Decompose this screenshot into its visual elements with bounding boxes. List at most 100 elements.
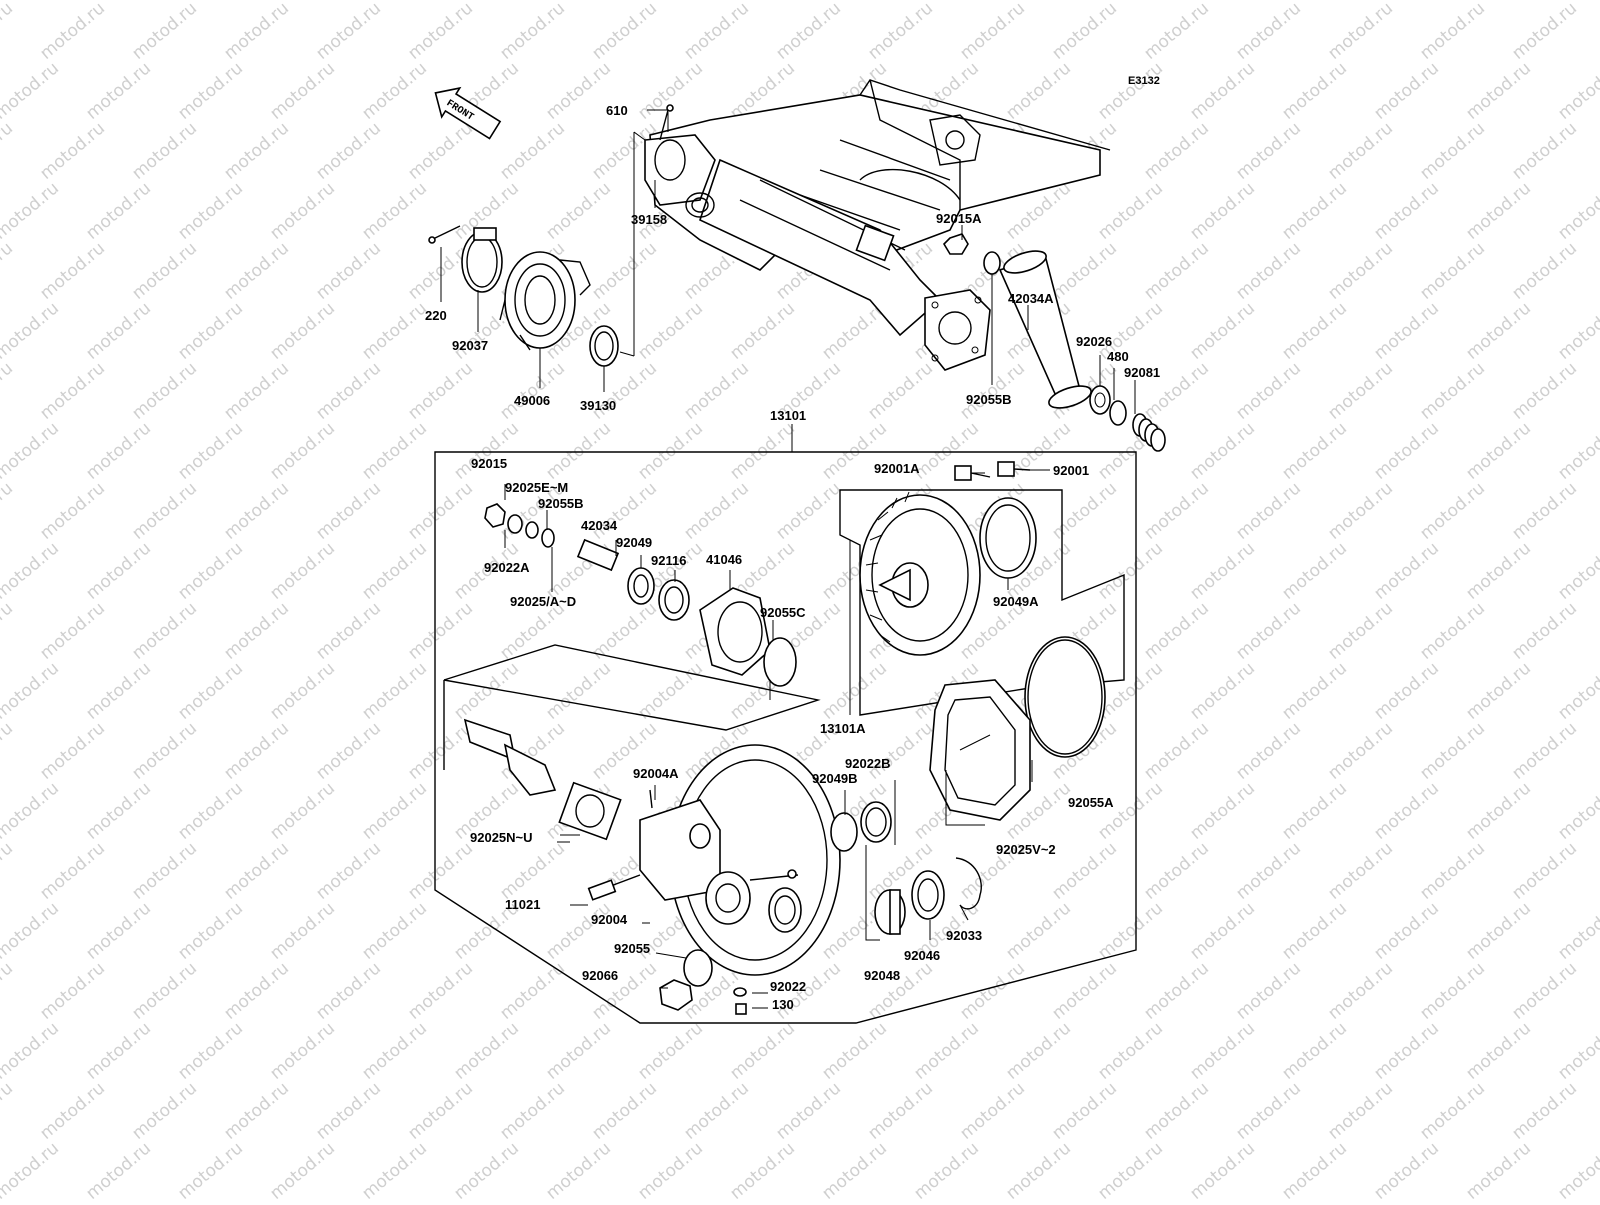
watermark-text: motod.ru (1416, 718, 1489, 783)
watermark-text: motod.ru (1140, 598, 1213, 663)
label-92049B: 92049B (812, 771, 858, 786)
watermark-text: motod.ru (266, 658, 339, 723)
watermark-text: motod.ru (358, 538, 431, 603)
watermark-text: motod.ru (1508, 478, 1581, 543)
watermark-text: motod.ru (0, 958, 17, 1023)
watermark-text: motod.ru (1324, 598, 1397, 663)
watermark-text: motod.ru (864, 718, 937, 783)
label-92055A: 92055A (1068, 795, 1114, 810)
watermark-text: motod.ru (680, 478, 753, 543)
watermark-text: motod.ru (772, 0, 845, 64)
watermark-text: motod.ru (1278, 418, 1351, 483)
watermark-text: motod.ru (1232, 838, 1305, 903)
watermark-text: motod.ru (174, 178, 247, 243)
watermark-text: motod.ru (864, 0, 937, 64)
watermark-text: motod.ru (1370, 538, 1443, 603)
watermark-text: motod.ru (174, 778, 247, 843)
label-42034: 42034 (581, 518, 618, 533)
watermark-text: motod.ru (174, 898, 247, 963)
watermark-text: motod.ru (1186, 1138, 1259, 1200)
watermark-text: motod.ru (1186, 1018, 1259, 1083)
watermark-text: motod.ru (1416, 238, 1489, 303)
bearings-lower-right (865, 845, 982, 941)
watermark-text: motod.ru (450, 1018, 523, 1083)
watermark-text: motod.ru (312, 598, 385, 663)
watermark-text: motod.ru (82, 658, 155, 723)
part-number-labels: 610 39158 92015A 220 92037 49006 39130 4… (425, 103, 1160, 1012)
watermark-text: motod.ru (220, 478, 293, 543)
watermark-text: motod.ru (266, 178, 339, 243)
nut-92015A (942, 233, 969, 255)
watermark-text: motod.ru (0, 418, 63, 483)
label-92055B: 92055B (538, 496, 584, 511)
label-39158: 39158 (631, 212, 667, 227)
watermark-text: motod.ru (1278, 658, 1351, 723)
watermark-text: motod.ru (1048, 238, 1121, 303)
watermark-text: motod.ru (1416, 478, 1489, 543)
watermark-text: motod.ru (1002, 898, 1075, 963)
watermark-text: motod.ru (312, 0, 385, 64)
watermark-text: motod.ru (726, 1138, 799, 1200)
label-49006: 49006 (514, 393, 550, 408)
watermark-text: motod.ru (956, 958, 1029, 1023)
watermark-text: motod.ru (1462, 58, 1535, 123)
label-92004: 92004 (591, 912, 628, 927)
watermark-text: motod.ru (266, 58, 339, 123)
label-92026: 92026 (1076, 334, 1112, 349)
watermark-text: motod.ru (358, 778, 431, 843)
watermark-text: motod.ru (0, 1138, 63, 1200)
watermark-text: motod.ru (1370, 1138, 1443, 1200)
watermark-text: motod.ru (0, 358, 17, 423)
watermark-text: motod.ru (910, 418, 983, 483)
watermark-text: motod.ru (1048, 958, 1121, 1023)
watermark-text: motod.ru (312, 838, 385, 903)
watermark-text: motod.ru (174, 298, 247, 363)
watermark-text: motod.ru (36, 838, 109, 903)
watermark-text: motod.ru (726, 1018, 799, 1083)
watermark-text: motod.ru (358, 658, 431, 723)
watermark-text: motod.ru (1140, 1078, 1213, 1143)
watermark-text: motod.ru (1370, 418, 1443, 483)
bolt-220 (432, 225, 461, 240)
watermark-text: motod.ru (1508, 838, 1581, 903)
watermark-text: motod.ru (542, 1138, 615, 1200)
watermark-text: motod.ru (1278, 1018, 1351, 1083)
watermark-text: motod.ru (1186, 58, 1259, 123)
watermark-text: motod.ru (1462, 1138, 1535, 1200)
watermark-text: motod.ru (220, 0, 293, 64)
watermark-text: motod.ru (1278, 58, 1351, 123)
watermark-text: motod.ru (1232, 0, 1305, 64)
watermark-text: motod.ru (0, 238, 17, 303)
label-92001: 92001 (1053, 463, 1089, 478)
watermark-text: motod.ru (128, 1078, 201, 1143)
watermark-text: motod.ru (1094, 1018, 1167, 1083)
watermark-text: motod.ru (1462, 538, 1535, 603)
upper-leader-lines (440, 104, 1136, 414)
watermark-text: motod.ru (450, 418, 523, 483)
watermark-text: motod.ru (404, 958, 477, 1023)
watermark-text: motod.ru (772, 478, 845, 543)
watermark-text: motod.ru (496, 118, 569, 183)
watermark-text: motod.ru (358, 298, 431, 363)
watermark-text: motod.ru (128, 718, 201, 783)
watermark-text: motod.ru (1048, 1078, 1121, 1143)
bolt-130-washer-92022 (733, 987, 747, 1015)
watermark-text: motod.ru (1554, 658, 1600, 723)
oring-92055C (763, 637, 797, 687)
watermark-text: motod.ru (634, 1018, 707, 1083)
watermark-text: motod.ru (0, 598, 17, 663)
watermark-text: motod.ru (634, 1138, 707, 1200)
watermark-text: motod.ru (1048, 0, 1121, 64)
watermark-text: motod.ru (726, 418, 799, 483)
watermark-text: motod.ru (220, 238, 293, 303)
label-92004A: 92004A (633, 766, 679, 781)
watermark-text: motod.ru (1140, 838, 1213, 903)
watermark-text: motod.ru (1324, 118, 1397, 183)
watermark-text: motod.ru (82, 1138, 155, 1200)
watermark-text: motod.ru (36, 358, 109, 423)
boot-49006 (499, 251, 591, 351)
watermark-text: motod.ru (174, 1018, 247, 1083)
watermark-text: motod.ru (1278, 1138, 1351, 1200)
label-92022: 92022 (770, 979, 806, 994)
label-92025A-D: 92025/A~D (510, 594, 576, 609)
